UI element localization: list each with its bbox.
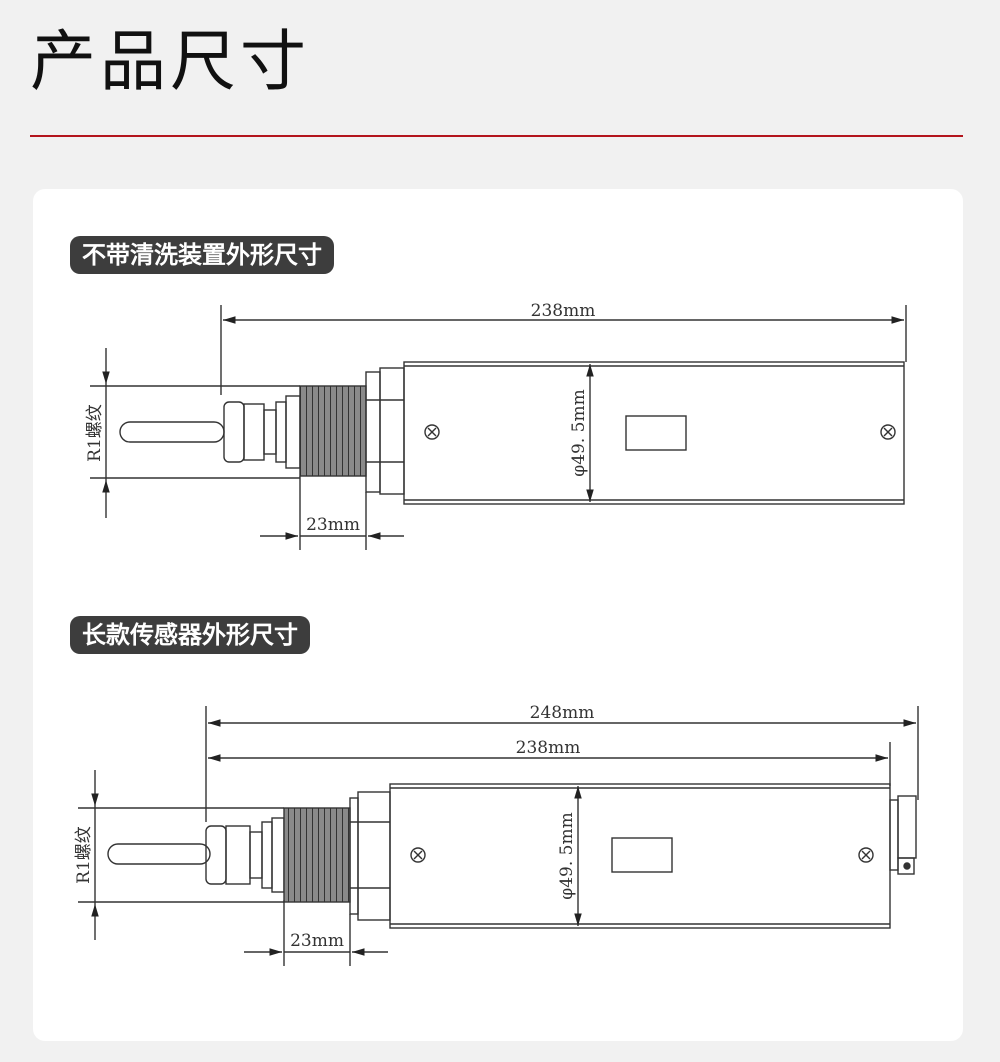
thread-length-label: 23mm [290,931,344,951]
thread-section [299,385,367,477]
connector-cap [897,857,915,875]
diameter-label: φ49. 5mm [569,389,589,476]
gland-collar [263,409,277,455]
section-title-long: 长款传感器外形尺寸 [70,616,310,654]
probe-tip [119,421,225,443]
gland-collar [249,831,263,879]
connector-body [897,795,917,859]
drawing-standard: 238mm φ49. 5mm R1螺纹 [85,301,907,550]
gland-ring [275,401,287,463]
dimension-card [33,189,963,1041]
thread-shoulder [271,817,285,893]
gland-body [243,403,265,461]
thread-label: R1螺纹 [74,826,94,884]
connector-base [889,799,899,871]
diameter-label: φ49. 5mm [557,812,577,899]
thread-label: R1螺纹 [85,404,105,462]
gland-ring [261,821,273,889]
screw-icon [858,847,874,863]
thread-section [283,807,351,903]
gland-body [225,825,251,885]
gland-nut [205,825,227,885]
label-window [611,837,673,873]
section-title-standard: 不带清洗装置外形尺寸 [70,236,334,274]
sensor-body [403,361,905,505]
hex-nut-right [357,791,391,921]
drawing-long: 248mm 238mm φ49. 5mm [74,703,919,966]
overall-length-label: 248mm [530,703,595,723]
hex-nut-right [379,367,405,495]
length-label: 238mm [516,738,581,758]
thread-length-label: 23mm [306,515,360,535]
hex-nut-left [349,797,359,915]
hex-nut-left [365,371,381,493]
screw-icon [880,424,896,440]
gland-nut [223,401,245,463]
length-label: 238mm [531,301,596,321]
title-divider [30,135,963,137]
label-window [625,415,687,451]
thread-shoulder [285,395,301,469]
screw-icon [410,847,426,863]
probe-tip [107,843,211,865]
page-title: 产品尺寸 [30,23,310,100]
sensor-body [389,783,891,929]
screw-icon [424,424,440,440]
